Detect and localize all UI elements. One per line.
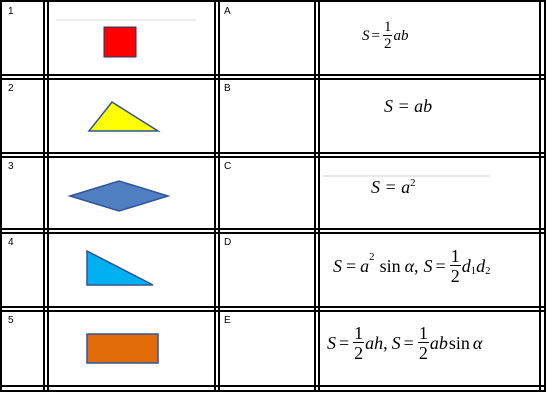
fraction: 1 2 [449,246,461,286]
formula-e: S = 1 2 ah , S = 1 2 ab sin α [327,323,483,363]
square-shape [103,26,137,58]
formula-a: S = 1 2 ab [362,19,409,52]
formula-b: S = ab [384,96,433,116]
row-number-1: 1 [8,6,14,17]
row-number-2: 2 [8,83,14,94]
letter-c: C [224,161,232,172]
fraction: 1 2 [417,323,429,363]
rectangle-shape [86,333,159,364]
rhombus-shape [67,180,171,212]
fraction: 1 2 [382,19,393,52]
row-number-5: 5 [8,315,14,326]
letter-d: D [224,237,232,248]
table-outer-border [0,0,546,392]
triangle-shape [87,101,161,132]
letter-a: A [224,6,231,17]
letter-b: B [224,83,231,94]
right-triangle-shape [86,249,154,286]
row-number-4: 4 [8,237,14,248]
row-number-3: 3 [8,161,14,172]
fraction: 1 2 [353,323,365,363]
letter-e: E [224,315,231,326]
